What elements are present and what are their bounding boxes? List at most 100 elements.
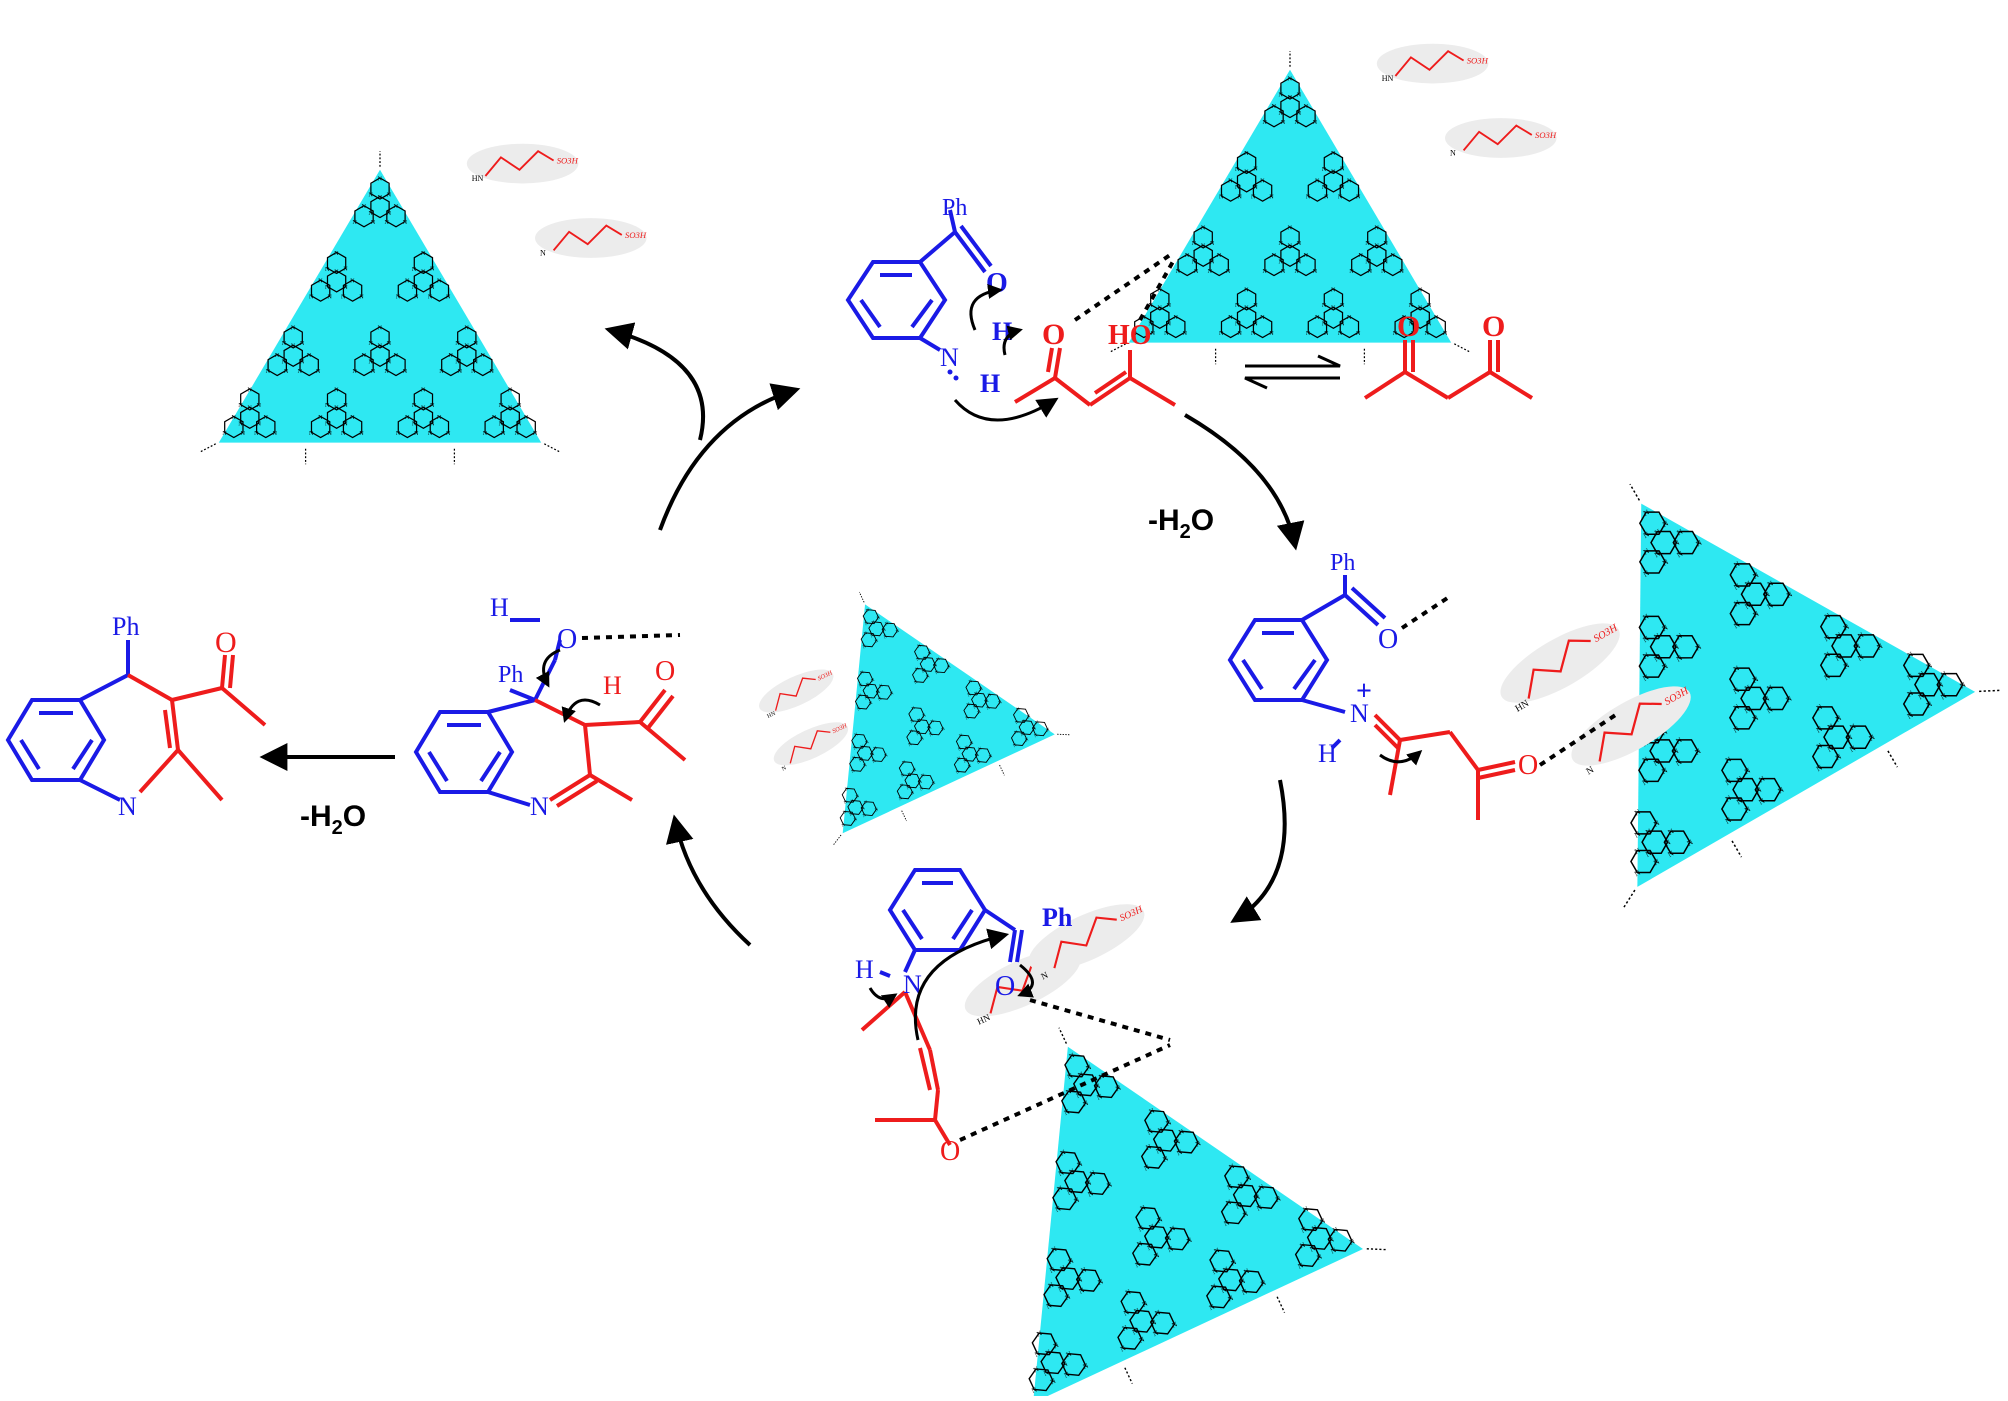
triazine-ring	[1135, 1206, 1161, 1230]
ring-nitrogen-label: N	[1192, 259, 1197, 266]
ring-nitrogen-label: N	[1906, 710, 1916, 721]
ring-nitrogen-label: N	[1067, 1257, 1075, 1266]
triazine-ring	[1165, 315, 1186, 339]
ring-nitrogen-label: N	[396, 293, 401, 300]
ring-nitrogen-label: N	[1242, 1267, 1250, 1276]
triazine-ring	[1018, 720, 1035, 735]
ring-nitrogen-label: N	[1294, 268, 1299, 275]
triazine-ring	[1031, 1332, 1057, 1356]
ring-nitrogen-label: N	[854, 731, 860, 737]
ring-nitrogen-label: N	[873, 745, 879, 751]
so3h-group-label: SO3H	[1535, 130, 1557, 140]
triazine-ring	[1043, 1284, 1069, 1308]
ring-nitrogen-label: N	[1030, 1386, 1038, 1395]
ring-nitrogen-label: N	[1166, 302, 1171, 309]
ring-nitrogen-label: N	[1443, 330, 1448, 337]
ring-nitrogen-label: N	[325, 421, 330, 428]
ring-nitrogen-label: N	[300, 359, 305, 366]
atom-ph-right: Ph	[1330, 550, 1355, 576]
ring-nitrogen-label: N	[1724, 754, 1734, 765]
ring-nitrogen-label: N	[517, 402, 522, 409]
ring-nitrogen-label: N	[1122, 1308, 1130, 1317]
ring-nitrogen-label: N	[1694, 538, 1704, 549]
ring-nitrogen-label: N	[1063, 1108, 1071, 1117]
triazine-ring	[1217, 1268, 1244, 1292]
ring-nitrogen-label: N	[1675, 653, 1685, 664]
ring-nitrogen-label: N	[1313, 268, 1318, 275]
triazine-ring	[860, 801, 877, 817]
ring-nitrogen-label: N	[1136, 1240, 1144, 1249]
ring-nitrogen-label: N	[911, 705, 917, 711]
triazine-ring	[856, 745, 874, 761]
ring-nitrogen-label: N	[282, 340, 287, 347]
triazine-ring	[224, 415, 244, 439]
triazine-ring	[255, 415, 276, 439]
ring-nitrogen-label: N	[1674, 757, 1684, 768]
triazine-ring	[1040, 1351, 1066, 1375]
ring-nitrogen-label: N	[931, 780, 937, 786]
atom-h-cyclized-blue: H	[490, 593, 509, 622]
ring-nitrogen-label: N	[334, 386, 339, 393]
atom-n-top: N	[940, 343, 959, 372]
triazine-ring	[1149, 1311, 1176, 1335]
triazine-ring	[1306, 1226, 1333, 1250]
ring-nitrogen-label: N	[1724, 776, 1734, 787]
triazine-ring	[1721, 758, 1749, 783]
triazine-ring	[984, 693, 1001, 709]
triazine-ring	[413, 270, 434, 293]
ring-nitrogen-label: N	[1146, 1243, 1154, 1252]
ring-nitrogen-label: N	[473, 340, 478, 347]
ring-nitrogen-label: N	[421, 386, 426, 393]
electron-push-bottom	[868, 928, 1034, 1041]
triazine-ring	[1206, 1285, 1232, 1309]
ring-nitrogen-label: N	[430, 284, 435, 291]
ring-nitrogen-label: N	[414, 430, 419, 437]
triazine-ring	[1064, 1170, 1090, 1194]
ring-nitrogen-label: N	[975, 752, 981, 758]
ring-nitrogen-label: N	[1210, 240, 1215, 247]
ring-nitrogen-label: N	[1096, 1093, 1104, 1102]
ring-nitrogen-label: N	[405, 278, 410, 285]
ring-nitrogen-label: N	[1311, 1224, 1319, 1233]
ring-nitrogen-label: N	[1278, 110, 1283, 117]
ring-nitrogen-label: N	[1297, 1261, 1305, 1270]
iminium-intermediate	[1227, 575, 1387, 750]
triazine-ring	[1819, 614, 1848, 639]
ring-nitrogen-label: N	[1365, 240, 1370, 247]
ring-nitrogen-label: N	[1262, 119, 1267, 126]
ring-nitrogen-label: N	[1368, 268, 1373, 275]
ring-nitrogen-label: N	[916, 717, 922, 723]
ring-nitrogen-label: N	[1663, 837, 1673, 848]
ring-nitrogen-label: N	[913, 679, 919, 685]
triazine-ring	[1649, 634, 1677, 659]
ring-nitrogen-label: N	[1235, 166, 1240, 173]
triazine-ring	[1327, 1228, 1353, 1252]
triazine-ring	[1671, 634, 1700, 659]
ring-nitrogen-label: N	[247, 405, 252, 412]
ring-nitrogen-label: N	[916, 642, 922, 648]
triazine-ring	[1164, 1227, 1191, 1251]
ring-nitrogen-label: N	[1743, 682, 1753, 693]
ring-nitrogen-label: N	[394, 203, 399, 210]
ring-nitrogen-label: N	[1068, 1167, 1076, 1176]
ring-nitrogen-label: N	[1253, 1193, 1261, 1202]
ring-nitrogen-label: N	[1065, 1087, 1073, 1096]
triazine-ring	[1132, 1242, 1158, 1266]
acetylacetone-keto	[1363, 340, 1534, 400]
ring-nitrogen-label: N	[1151, 330, 1156, 337]
ring-nitrogen-label: N	[1222, 1265, 1230, 1274]
ring-nitrogen-label: N	[1272, 103, 1277, 110]
ring-nitrogen-label: N	[843, 799, 849, 805]
ring-nitrogen-label: N	[368, 191, 373, 198]
ring-nitrogen-label: N	[1939, 691, 1949, 702]
triazine-ring	[914, 644, 931, 660]
ring-nitrogen-label: N	[1675, 631, 1685, 642]
triazine-ring	[1383, 253, 1403, 277]
triazine-ring	[283, 344, 303, 368]
triazine-ring	[1823, 725, 1851, 749]
ring-nitrogen-label: N	[1201, 224, 1206, 231]
ring-nitrogen-label: N	[1633, 829, 1643, 840]
ring-nitrogen-label: N	[998, 699, 1004, 705]
ring-nitrogen-label: N	[1244, 305, 1249, 312]
